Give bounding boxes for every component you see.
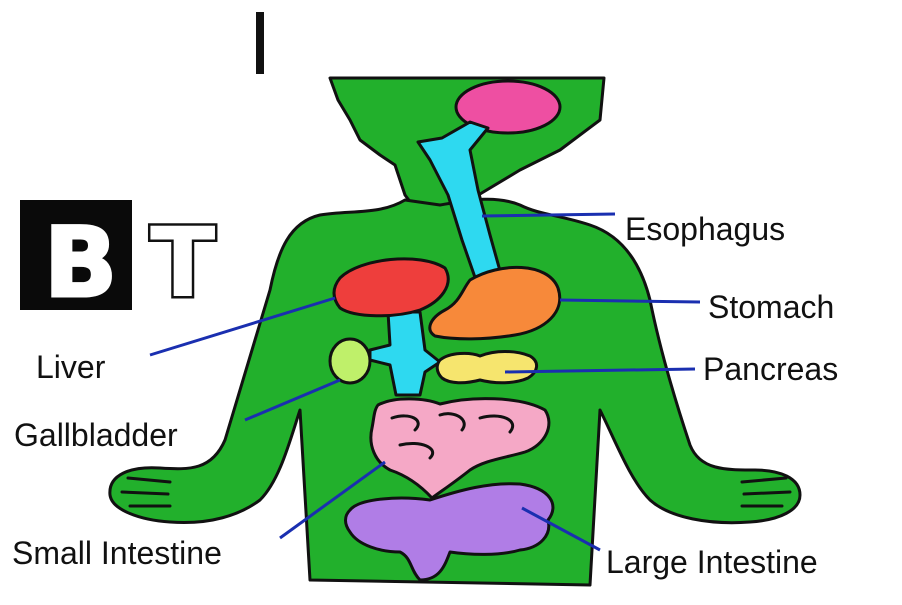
logo-letter-t: T bbox=[150, 207, 215, 319]
bt-logo: B T bbox=[20, 200, 215, 319]
leader-stomach bbox=[560, 300, 700, 302]
label-gallbladder: Gallbladder bbox=[14, 417, 178, 453]
label-small-intestine: Small Intestine bbox=[12, 535, 222, 571]
logo-letter-b: B bbox=[44, 207, 117, 319]
label-pancreas: Pancreas bbox=[703, 351, 838, 387]
leader-esophagus bbox=[482, 214, 615, 216]
top-bar-mark bbox=[256, 12, 264, 74]
pancreas bbox=[437, 352, 536, 383]
gallbladder bbox=[330, 339, 370, 383]
label-large-intestine: Large Intestine bbox=[606, 544, 818, 580]
label-esophagus: Esophagus bbox=[625, 211, 785, 247]
label-liver: Liver bbox=[36, 349, 106, 385]
label-stomach: Stomach bbox=[708, 289, 834, 325]
